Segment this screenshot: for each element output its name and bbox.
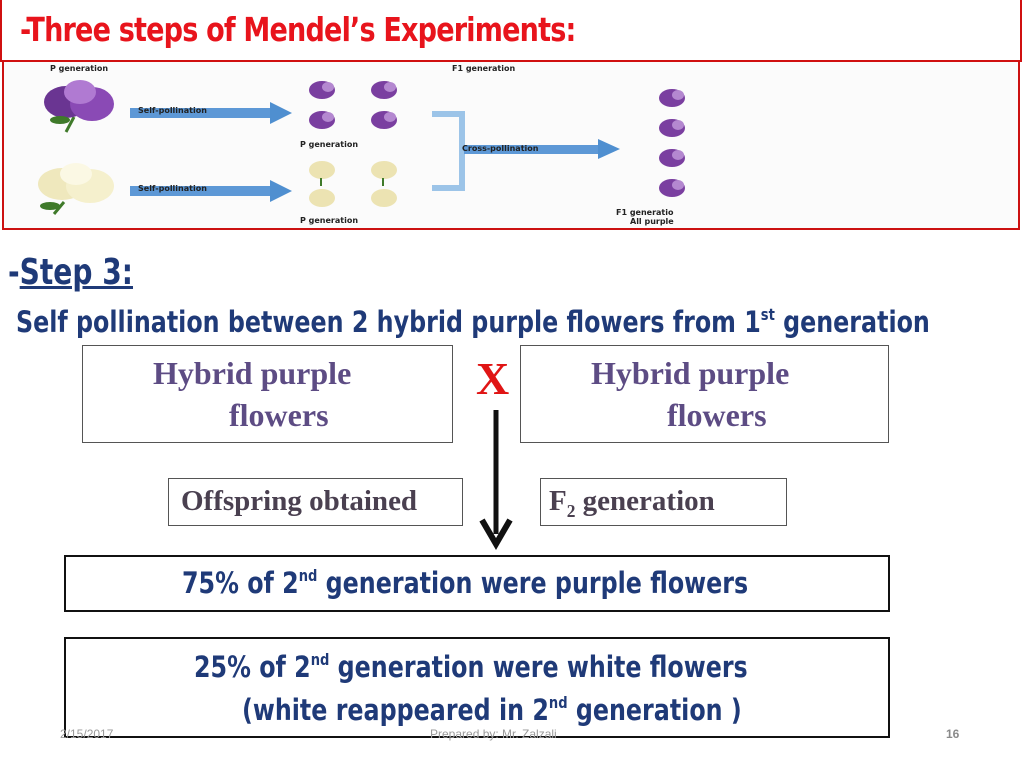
f2-label-prefix: F [549,485,567,517]
result-white-text: 25% of 2nd generation were white flowers [194,650,748,684]
right-parent-line2: flowers [667,394,767,436]
result-white-note-sup: nd [549,693,568,712]
white-parent-flower-icon [38,163,114,214]
self-pollination-label-bottom: Self-pollination [138,184,207,193]
self-pollination-label-top: Self-pollination [138,106,207,115]
right-parent-box: Hybrid purple flowers [520,345,889,443]
result-white-prefix: 25% of 2 [194,650,311,684]
f1-caption-line1: F1 generatio [616,208,674,217]
result-white-box: 25% of 2nd generation were white flowers… [64,637,890,738]
footer-date: 2/15/2017 [60,727,113,741]
footer-page-number: 16 [946,727,959,741]
result-purple-sup: nd [299,566,318,585]
offspring-label: Offspring obtained [181,485,417,518]
p-generation-white-flowers-icon [309,161,397,207]
result-white-note: (white reappeared in 2nd generation ) [242,693,742,727]
p-generation-label-bottom: P generation [300,216,358,225]
f1-caption-line2: All purple [630,217,674,226]
left-parent-line2: flowers [229,394,329,436]
f2-box: F2 generation [540,478,787,526]
cross-symbol: X [476,352,509,405]
result-white-suffix: generation were white flowers [329,650,747,684]
down-arrow-icon [478,410,514,550]
p-generation-purple-flowers-icon [309,81,397,129]
mendel-illustration: P generation F1 generation [2,62,1020,230]
step3-description-suffix: generation [775,305,930,339]
result-purple-prefix: 75% of 2 [182,566,299,600]
cross-pollination-label: Cross-pollination [462,144,538,153]
purple-parent-flower-icon [44,80,114,132]
result-purple-box: 75% of 2nd generation were purple flower… [64,555,890,612]
step3-description-sup: st [761,305,775,324]
result-white-note-suffix: generation ) [568,693,742,727]
offspring-box: Offspring obtained [168,478,463,526]
result-white-note-prefix: (white reappeared in 2 [242,693,549,727]
result-white-sup: nd [311,650,330,669]
f1-purple-flowers-icon [659,89,685,197]
slide-title: -Three steps of Mendel’s Experiments: [20,10,575,49]
right-parent-line1: Hybrid purple [591,352,789,394]
step3-description-text: Self pollination between 2 hybrid purple… [16,305,761,339]
f2-label: F2 generation [549,485,715,522]
left-parent-line1: Hybrid purple [153,352,351,394]
left-parent-box: Hybrid purple flowers [82,345,453,443]
footer-prepared-by: Prepared by: Mr. Zalzali [430,727,557,741]
step3-dash: - [8,252,20,293]
f2-label-suffix: generation [575,485,714,517]
step3-heading: -Step 3: [8,252,133,293]
step3-heading-text: Step 3: [20,252,133,293]
step3-description: Self pollination between 2 hybrid purple… [16,305,930,339]
result-purple-text: 75% of 2nd generation were purple flower… [182,566,748,600]
bracket-icon [432,114,462,188]
p-generation-label-top: P generation [300,140,358,149]
result-purple-suffix: generation were purple flowers [317,566,748,600]
